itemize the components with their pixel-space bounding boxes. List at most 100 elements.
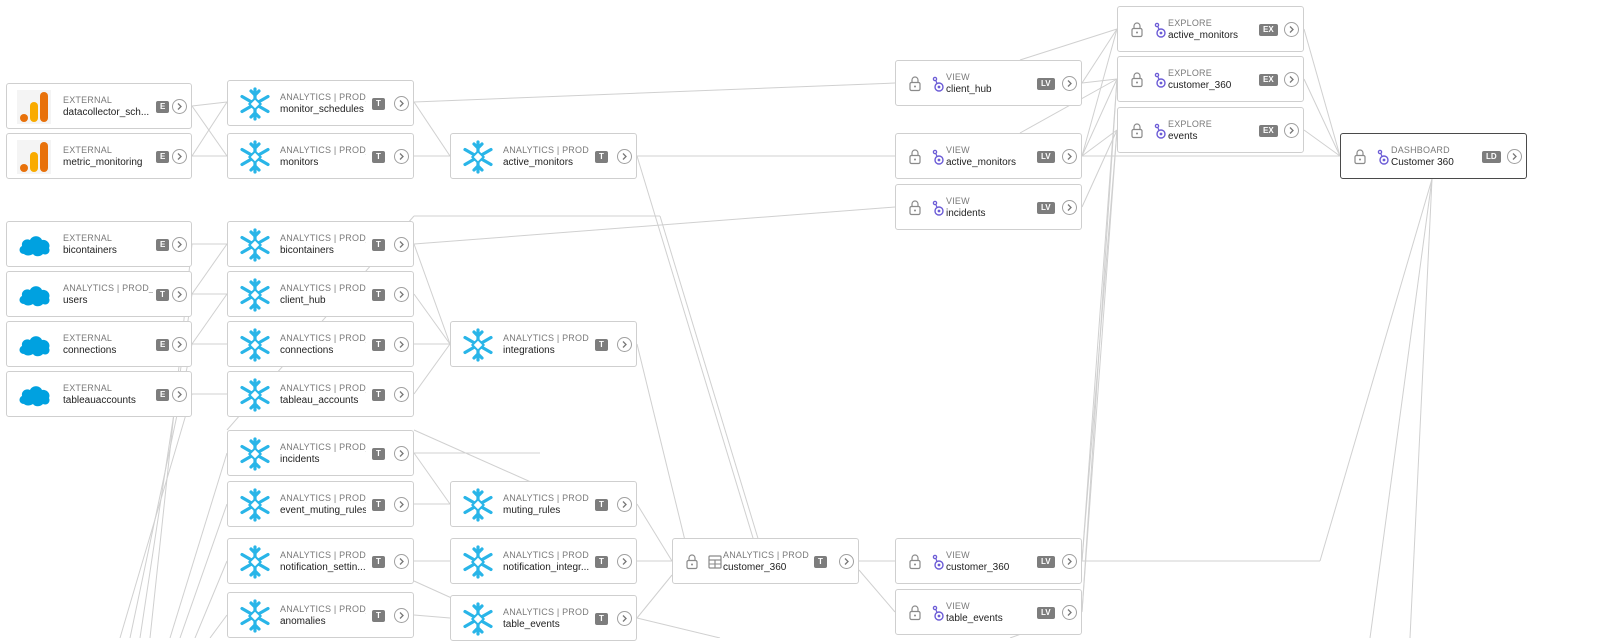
lineage-node-metric-monitoring[interactable]: EXTERNAL metric_monitoring E: [6, 133, 192, 179]
expand-chevron-icon[interactable]: [1062, 554, 1077, 569]
node-name: table_events: [946, 613, 1003, 624]
lineage-node-event-muting-rules[interactable]: ANALYTICS | PROD_... event_muting_rules …: [227, 481, 414, 527]
expand-chevron-icon[interactable]: [172, 149, 187, 164]
lineage-node-active-monitors-table[interactable]: ANALYTICS | PROD active_monitors T: [450, 133, 637, 179]
lineage-node-view-active-monitors[interactable]: VIEW active_monitors LV: [895, 133, 1082, 179]
google-analytics-icon: [16, 89, 52, 125]
lock-icon: [682, 552, 702, 572]
expand-chevron-icon[interactable]: [617, 497, 632, 512]
expand-chevron-icon[interactable]: [172, 99, 187, 114]
lineage-edge: [1369, 178, 1433, 638]
expand-chevron-icon[interactable]: [1062, 605, 1077, 620]
expand-chevron-icon[interactable]: [394, 149, 409, 164]
lineage-node-explore-events[interactable]: EXPLORE events EX: [1117, 107, 1304, 153]
expand-chevron-icon[interactable]: [1284, 72, 1299, 87]
expand-chevron-icon[interactable]: [617, 149, 632, 164]
lineage-node-anomalies[interactable]: ANALYTICS | PROD_... anomalies T: [227, 592, 414, 638]
lineage-node-users[interactable]: ANALYTICS | PROD_... users T: [6, 271, 192, 317]
node-badge: T: [372, 556, 385, 568]
expand-chevron-icon[interactable]: [1507, 149, 1522, 164]
node-name: Customer 360: [1391, 157, 1454, 168]
lineage-node-client-hub-table[interactable]: ANALYTICS | PROD client_hub T: [227, 271, 414, 317]
lineage-edge: [209, 614, 228, 638]
lineage-node-connections-external[interactable]: EXTERNAL connections E: [6, 321, 192, 367]
expand-chevron-icon[interactable]: [172, 287, 187, 302]
lineage-node-tableauaccounts[interactable]: EXTERNAL tableauaccounts E: [6, 371, 192, 417]
expand-chevron-icon[interactable]: [1284, 22, 1299, 37]
node-name: bicontainers: [280, 245, 334, 256]
lineage-node-connections[interactable]: ANALYTICS | PROD_... connections T: [227, 321, 414, 367]
node-name: metric_monitoring: [63, 157, 143, 168]
lineage-node-view-table-events[interactable]: VIEW table_events LV: [895, 589, 1082, 635]
expand-chevron-icon[interactable]: [394, 237, 409, 252]
node-type-label: DASHBOARD: [1391, 145, 1450, 155]
expand-chevron-icon[interactable]: [394, 287, 409, 302]
node-type-label: EXTERNAL: [63, 233, 113, 243]
lineage-edge: [1409, 178, 1433, 638]
expand-chevron-icon[interactable]: [172, 387, 187, 402]
expand-chevron-icon[interactable]: [617, 337, 632, 352]
snowflake-icon: [460, 601, 496, 637]
lineage-node-datacollector[interactable]: EXTERNAL datacollector_sch... E: [6, 83, 192, 129]
lineage-node-bicontainers[interactable]: ANALYTICS | PROD_... bicontainers T: [227, 221, 414, 267]
expand-chevron-icon[interactable]: [617, 554, 632, 569]
lock-icon: [905, 74, 925, 94]
lineage-node-explore-active-monitors[interactable]: EXPLORE active_monitors EX: [1117, 6, 1304, 52]
node-name: bicontainers: [63, 245, 117, 256]
node-badge: T: [372, 610, 385, 622]
expand-chevron-icon[interactable]: [1062, 76, 1077, 91]
expand-chevron-icon[interactable]: [394, 387, 409, 402]
node-type-label: VIEW: [946, 601, 970, 611]
node-type-label: ANALYTICS | PROD_...: [280, 333, 366, 343]
lineage-node-view-incidents[interactable]: VIEW incidents LV: [895, 184, 1082, 230]
lineage-node-bicontainers-external[interactable]: EXTERNAL bicontainers E: [6, 221, 192, 267]
lineage-node-monitors[interactable]: ANALYTICS | PROD_... monitors T: [227, 133, 414, 179]
expand-chevron-icon[interactable]: [1062, 149, 1077, 164]
lineage-node-incidents-table[interactable]: ANALYTICS | PROD_... incidents T: [227, 430, 414, 476]
node-badge: T: [372, 289, 385, 301]
expand-chevron-icon[interactable]: [172, 337, 187, 352]
node-badge: T: [372, 339, 385, 351]
node-type-label: EXPLORE: [1168, 18, 1212, 28]
lock-icon: [1127, 70, 1147, 90]
node-badge: T: [372, 239, 385, 251]
expand-chevron-icon[interactable]: [394, 608, 409, 623]
salesforce-cloud-icon: [16, 327, 52, 363]
lineage-node-muting-rules[interactable]: ANALYTICS | PROD muting_rules T: [450, 481, 637, 527]
expand-chevron-icon[interactable]: [172, 237, 187, 252]
node-badge: EX: [1259, 125, 1278, 137]
node-name: notification_integr...: [503, 562, 589, 573]
expand-chevron-icon[interactable]: [1062, 200, 1077, 215]
expand-chevron-icon[interactable]: [394, 446, 409, 461]
lineage-node-dashboard-customer-360[interactable]: DASHBOARD Customer 360 LD: [1340, 133, 1527, 179]
expand-chevron-icon[interactable]: [839, 554, 854, 569]
lineage-node-view-client-hub[interactable]: VIEW client_hub LV: [895, 60, 1082, 106]
node-type-label: ANALYTICS | PROD_...: [63, 283, 153, 293]
expand-chevron-icon[interactable]: [394, 497, 409, 512]
lineage-node-notification-settings[interactable]: ANALYTICS | PROD_... notification_settin…: [227, 538, 414, 584]
node-type-label: VIEW: [946, 550, 970, 560]
node-badge: T: [372, 98, 385, 110]
expand-chevron-icon[interactable]: [394, 96, 409, 111]
lineage-node-tableau-accounts[interactable]: ANALYTICS | PROD_... tableau_accounts T: [227, 371, 414, 417]
lineage-node-explore-customer-360[interactable]: EXPLORE customer_360 EX: [1117, 56, 1304, 102]
node-name: connections: [63, 345, 117, 356]
lineage-edge: [413, 206, 896, 245]
snowflake-icon: [237, 377, 273, 413]
node-badge: T: [814, 556, 827, 568]
lineage-node-monitor-schedules[interactable]: ANALYTICS | PROD_... monitor_schedules T: [227, 80, 414, 126]
expand-chevron-icon[interactable]: [394, 337, 409, 352]
lineage-node-customer-360-table[interactable]: ANALYTICS | PROD customer_360 T: [672, 538, 859, 584]
expand-chevron-icon[interactable]: [617, 611, 632, 626]
expand-chevron-icon[interactable]: [1284, 123, 1299, 138]
lineage-node-integrations[interactable]: ANALYTICS | PROD integrations T: [450, 321, 637, 367]
lineage-edge: [858, 569, 896, 613]
expand-chevron-icon[interactable]: [394, 554, 409, 569]
lineage-node-table-events-table[interactable]: ANALYTICS | PROD table_events T: [450, 595, 637, 641]
lineage-node-view-customer-360[interactable]: VIEW customer_360 LV: [895, 538, 1082, 584]
snowflake-icon: [460, 544, 496, 580]
node-name: active_monitors: [946, 157, 1017, 168]
lineage-node-notification-integrations[interactable]: ANALYTICS | PROD notification_integr... …: [450, 538, 637, 584]
lock-icon: [905, 147, 925, 167]
node-type-label: VIEW: [946, 72, 970, 82]
